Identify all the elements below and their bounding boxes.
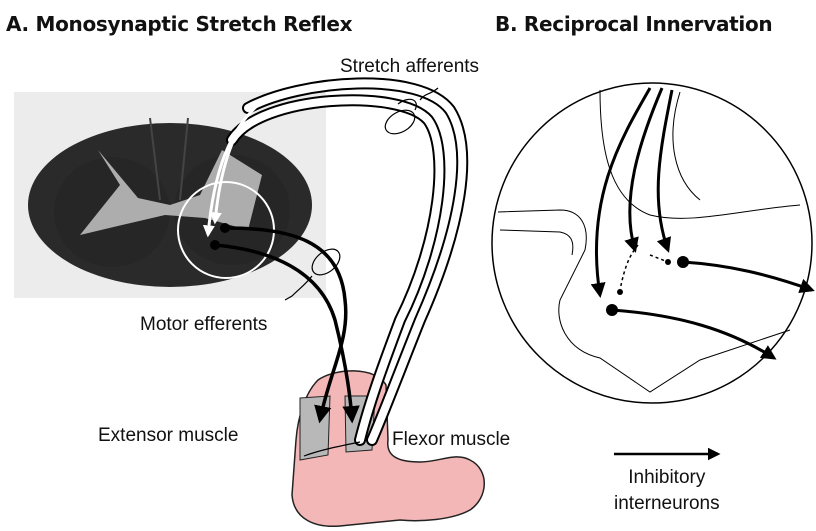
inhibitory-label-line2: interneurons	[614, 491, 720, 517]
panel-b-title: B. Reciprocal Innervation	[495, 12, 772, 36]
extensor-muscle-label: Extensor muscle	[98, 425, 238, 447]
flexor-muscle-label: Flexor muscle	[392, 429, 510, 451]
panel-b-detail	[492, 83, 812, 403]
motor-efferents-label: Motor efferents	[140, 314, 267, 336]
panel-a-title: A. Monosynaptic Stretch Reflex	[6, 12, 352, 36]
stretch-afferents-label: Stretch afferents	[340, 56, 479, 78]
inhibitory-interneurons-label: Inhibitory interneurons	[614, 465, 720, 517]
inhibitory-label-line1: Inhibitory	[614, 465, 720, 491]
spinal-cord-section	[14, 92, 326, 298]
